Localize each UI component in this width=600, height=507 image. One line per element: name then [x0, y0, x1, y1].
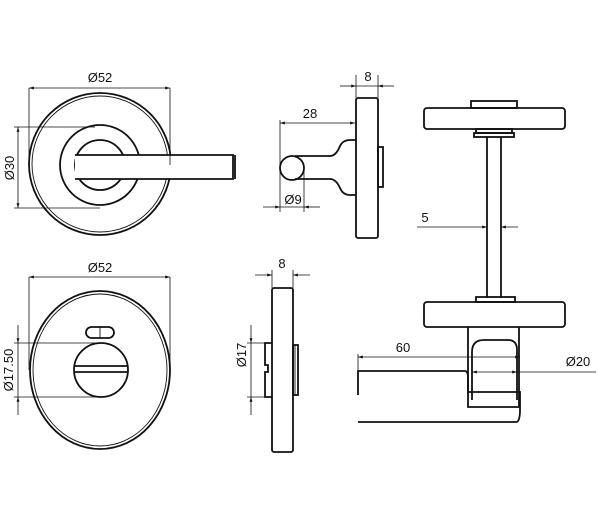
lever-side-view: 8 28 Ø9 [263, 69, 394, 239]
dimension-label: 28 [303, 106, 317, 121]
dimension-label: 5 [421, 210, 428, 225]
dimension-label: Ø30 [2, 156, 17, 181]
dimension-label: 8 [278, 256, 285, 271]
dimension-label: Ø52 [88, 260, 113, 275]
dimension-label: 60 [396, 340, 410, 355]
assembly-lever-view: 60 Ø20 [357, 296, 596, 423]
indicator-front-view: Ø52 Ø17.50 [1, 260, 171, 450]
indicator-side-view: 8 Ø17 [234, 256, 310, 453]
dimension-label: Ø17.50 [1, 349, 16, 392]
assembly-top-view: 5 [417, 100, 566, 298]
dimension-label: Ø9 [284, 192, 301, 207]
dimension-label: Ø52 [88, 70, 113, 85]
dimension-label: 8 [364, 69, 371, 84]
dimension-label: Ø17 [234, 343, 249, 368]
lever-front-view: Ø52 Ø30 [2, 70, 236, 236]
dimension-label: Ø20 [566, 354, 591, 369]
